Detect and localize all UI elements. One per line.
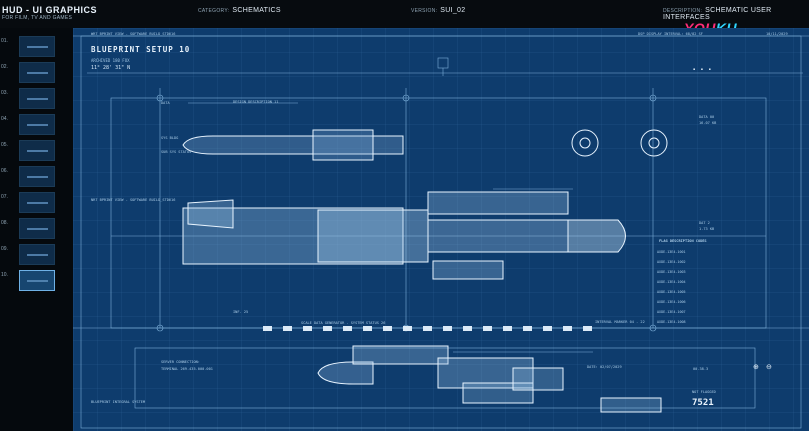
thumbnail-image[interactable]	[19, 114, 55, 135]
server-connection-label: SERVER CONNECTION:	[161, 360, 200, 364]
blueprint-panel: WRT BPRINT VIEW - SOFTWARE BUILD_STD616 …	[73, 28, 809, 431]
thumb-number: 10.	[1, 272, 8, 278]
sidebar-item-05[interactable]: 05.	[0, 140, 60, 162]
flag-row-1: AXDE-13E4-1001	[657, 250, 686, 254]
frame-lines	[73, 35, 809, 429]
window-control-icons[interactable]: ▪ ▪ ▪	[693, 67, 713, 73]
thumbnail-image[interactable]	[19, 140, 55, 161]
right-readout-1: DATA 00	[699, 115, 715, 119]
design-description-label: DESIGN DESCRIPTION 11	[233, 100, 279, 104]
thumb-number: 08.	[1, 220, 8, 226]
thumb-number: 04.	[1, 116, 8, 122]
thumbnail-image[interactable]	[19, 166, 55, 187]
description-meta: DESCRIPTION:SCHEMATIC USER INTERFACES	[663, 7, 809, 21]
marker-strip	[263, 326, 592, 331]
sidebar-item-09[interactable]: 09.	[0, 244, 60, 266]
thumb-number: 02.	[1, 64, 8, 70]
interval-marker-label: INTERVAL MARKER 04 - 22	[595, 320, 645, 324]
thumb-number: 06.	[1, 168, 8, 174]
sidebar-item-06[interactable]: 06.	[0, 166, 60, 188]
sidebar-item-01[interactable]: 01.	[0, 36, 60, 58]
thumb-number: 05.	[1, 142, 8, 148]
app-subtitle: FOR FILM, TV AND GAMES	[2, 15, 73, 21]
sidebar-item-07[interactable]: 07.	[0, 192, 60, 214]
integral-system-label: BLUEPRINT INTEGRAL SYSTEM	[91, 400, 146, 404]
thumbnail-image-active[interactable]	[19, 270, 55, 291]
sidebar-item-08[interactable]: 08.	[0, 218, 60, 240]
terminal-label: TERMINAL 269.435.000.001	[161, 367, 213, 371]
sys-bldg-label: SYS BLDG	[161, 136, 179, 140]
sidebar-item-04[interactable]: 04.	[0, 114, 60, 136]
thumb-number: 03.	[1, 90, 8, 96]
flag-row-8: AXDE-13E4-1008	[657, 320, 686, 324]
sidebar-item-10[interactable]: 10.	[0, 270, 60, 292]
right-readout-3: DAT 2	[699, 221, 710, 225]
flag-row-6: AXDE-13E4-1006	[657, 300, 686, 304]
inf-label: INF. 25	[233, 310, 249, 314]
version-meta: VERSION:SUI_02	[411, 7, 465, 14]
blueprint-title: BLUEPRINT SETUP 10	[91, 45, 191, 54]
view-build-mid-label: NRT BPRINT VIEW - SOFTWARE BUILD_STD616	[91, 198, 176, 202]
sidebar-item-03[interactable]: 03.	[0, 88, 60, 110]
flag-codes-title: FLAG DESCRIPTION CODES	[659, 239, 707, 243]
top-bar: HUD - UI GRAPHICS FOR FILM, TV AND GAMES…	[0, 0, 809, 36]
right-readout-2: 16.07 KB	[699, 121, 717, 125]
not-flagged-label: NOT FLAGGED	[692, 390, 716, 394]
flag-row-5: AXDE-13E4-1005	[657, 290, 686, 294]
thumbnail-sidebar: 01. 02. 03. 04. 05. 06. 07. 08. 09. 10.	[0, 36, 60, 431]
sub-sys-label: SUB SYS STATUS	[161, 150, 192, 154]
coordinates-readout: 11° 28' 31" N	[91, 65, 131, 71]
data-label: DATA	[161, 101, 170, 105]
sidebar-item-02[interactable]: 02.	[0, 62, 60, 84]
flag-row-7: AXDE-13E4-1007	[657, 310, 686, 314]
thumbnail-image[interactable]	[19, 36, 55, 57]
big-value-readout: 7521	[692, 398, 714, 408]
thumbnail-image[interactable]	[19, 62, 55, 83]
date-label: 10/11/2029	[766, 32, 788, 36]
thumb-number: 01.	[1, 38, 8, 44]
scale-generator-label: SCALE DATA GENERATOR - SYSTEM STATUS 26	[301, 321, 386, 325]
zoom-in-button[interactable]: ⊕	[753, 364, 759, 371]
zoom-out-button[interactable]: ⊖	[766, 364, 772, 371]
archive-label: ARCHIVED 180 FOX	[91, 58, 130, 63]
version-label: VERSION:	[411, 8, 438, 14]
category-label: CATEGORY:	[198, 8, 230, 14]
category-value: SCHEMATICS	[232, 7, 281, 14]
version-value: SUI_02	[440, 7, 466, 14]
thumbnail-image[interactable]	[19, 88, 55, 109]
view-build-label: WRT BPRINT VIEW - SOFTWARE BUILD_STD616	[91, 32, 176, 36]
vehicle-schematics	[182, 129, 668, 413]
bottom-counter: 00.38.3	[693, 367, 709, 371]
thumbnail-image[interactable]	[19, 218, 55, 239]
date-stamp: DATE: 02/07/2029	[587, 365, 622, 369]
app-title: HUD - UI GRAPHICS	[2, 5, 98, 15]
display-interval-label: DSP DISPLAY INTERVAL: 68/82 SF	[638, 32, 703, 36]
thumbnail-image[interactable]	[19, 192, 55, 213]
flag-row-3: AXDE-13E4-1003	[657, 270, 686, 274]
thumb-number: 09.	[1, 246, 8, 252]
blueprint-drawing	[73, 28, 809, 431]
category-meta: CATEGORY:SCHEMATICS	[198, 7, 281, 14]
thumb-number: 07.	[1, 194, 8, 200]
description-value: SCHEMATIC USER INTERFACES	[663, 7, 772, 21]
flag-row-4: AXDE-13E4-1004	[657, 280, 686, 284]
description-label: DESCRIPTION:	[663, 8, 703, 14]
flag-row-2: AXDE-13E4-1002	[657, 260, 686, 264]
thumbnail-image[interactable]	[19, 244, 55, 265]
right-readout-4: 1.73 KB	[699, 227, 715, 231]
